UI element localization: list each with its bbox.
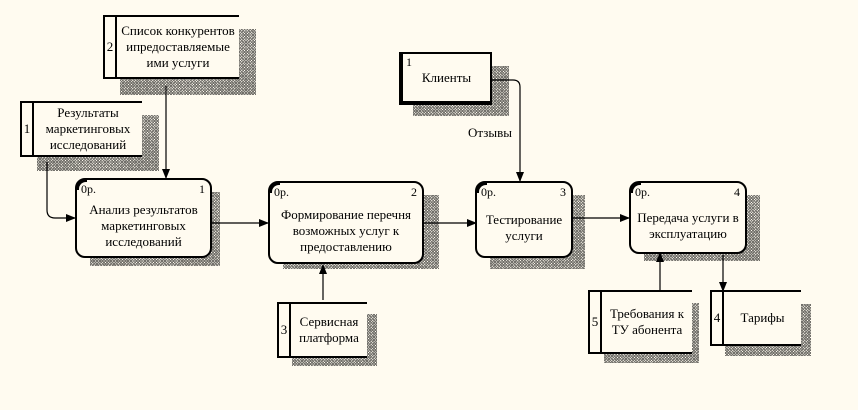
process-label: Формирование перечня возможных услуг к п… (280, 206, 412, 254)
store-number: 2 (105, 17, 117, 77)
store-label: Тарифы (740, 310, 785, 325)
corner-mark-icon (269, 182, 280, 193)
process-code: 0р. (635, 185, 650, 199)
corner-mark-icon (476, 182, 487, 193)
flow-store1-to-proc1 (46, 162, 76, 222)
data-store-service-platform[interactable]: 3 Сервисная платформа (277, 302, 367, 358)
data-store-tariffs[interactable]: 4 Тарифы (710, 290, 801, 346)
store-number: 4 (712, 292, 724, 344)
flow-clients-to-proc3 (491, 79, 524, 182)
corner-mark-icon (76, 179, 87, 190)
process-label: Передача услуги в эксплуатацию (637, 209, 739, 241)
process-code: 0р. (81, 182, 96, 196)
process-handover[interactable]: 0р. 4 Передача услуги в эксплуатацию (629, 181, 747, 254)
store-label: Требования к ТУ абонента (609, 306, 685, 337)
data-store-competitors[interactable]: 2 Список конкурентов ипредоставляемые им… (103, 15, 239, 79)
external-entity-clients[interactable]: 1 Клиенты (399, 52, 492, 105)
process-service-list[interactable]: 0р. 2 Формирование перечня возможных усл… (268, 181, 424, 264)
flow-label-feedback: Отзывы (468, 125, 512, 140)
entity-number: 1 (406, 55, 412, 69)
entity-label: Клиенты (421, 70, 472, 85)
store-number: 1 (22, 103, 34, 155)
store-number: 3 (279, 304, 291, 356)
data-store-requirements[interactable]: 5 Требования к ТУ абонента (588, 290, 692, 354)
store-number: 5 (590, 292, 602, 352)
process-number: 3 (560, 185, 566, 199)
process-code: 0р. (481, 185, 496, 199)
store-label: Сервисная платформа (299, 314, 359, 345)
process-label: Анализ результатов маркетинговых исследо… (89, 202, 198, 249)
process-testing[interactable]: 0р. 3 Тестирование услуги (475, 181, 573, 258)
store-label: Список конкурентов ипредоставляемые ими … (121, 23, 235, 70)
process-number: 1 (199, 182, 205, 196)
process-code: 0р. (274, 185, 289, 199)
data-store-marketing-results[interactable]: 1 Результаты маркетинговых исследований (20, 101, 142, 157)
process-label: Тестирование услуги (485, 211, 563, 243)
process-number: 2 (411, 185, 417, 199)
corner-mark-icon (630, 182, 641, 193)
process-number: 4 (734, 185, 740, 199)
store-label: Результаты маркетинговых исследований (45, 105, 131, 152)
process-analysis[interactable]: 0р. 1 Анализ результатов маркетинговых и… (75, 178, 212, 258)
